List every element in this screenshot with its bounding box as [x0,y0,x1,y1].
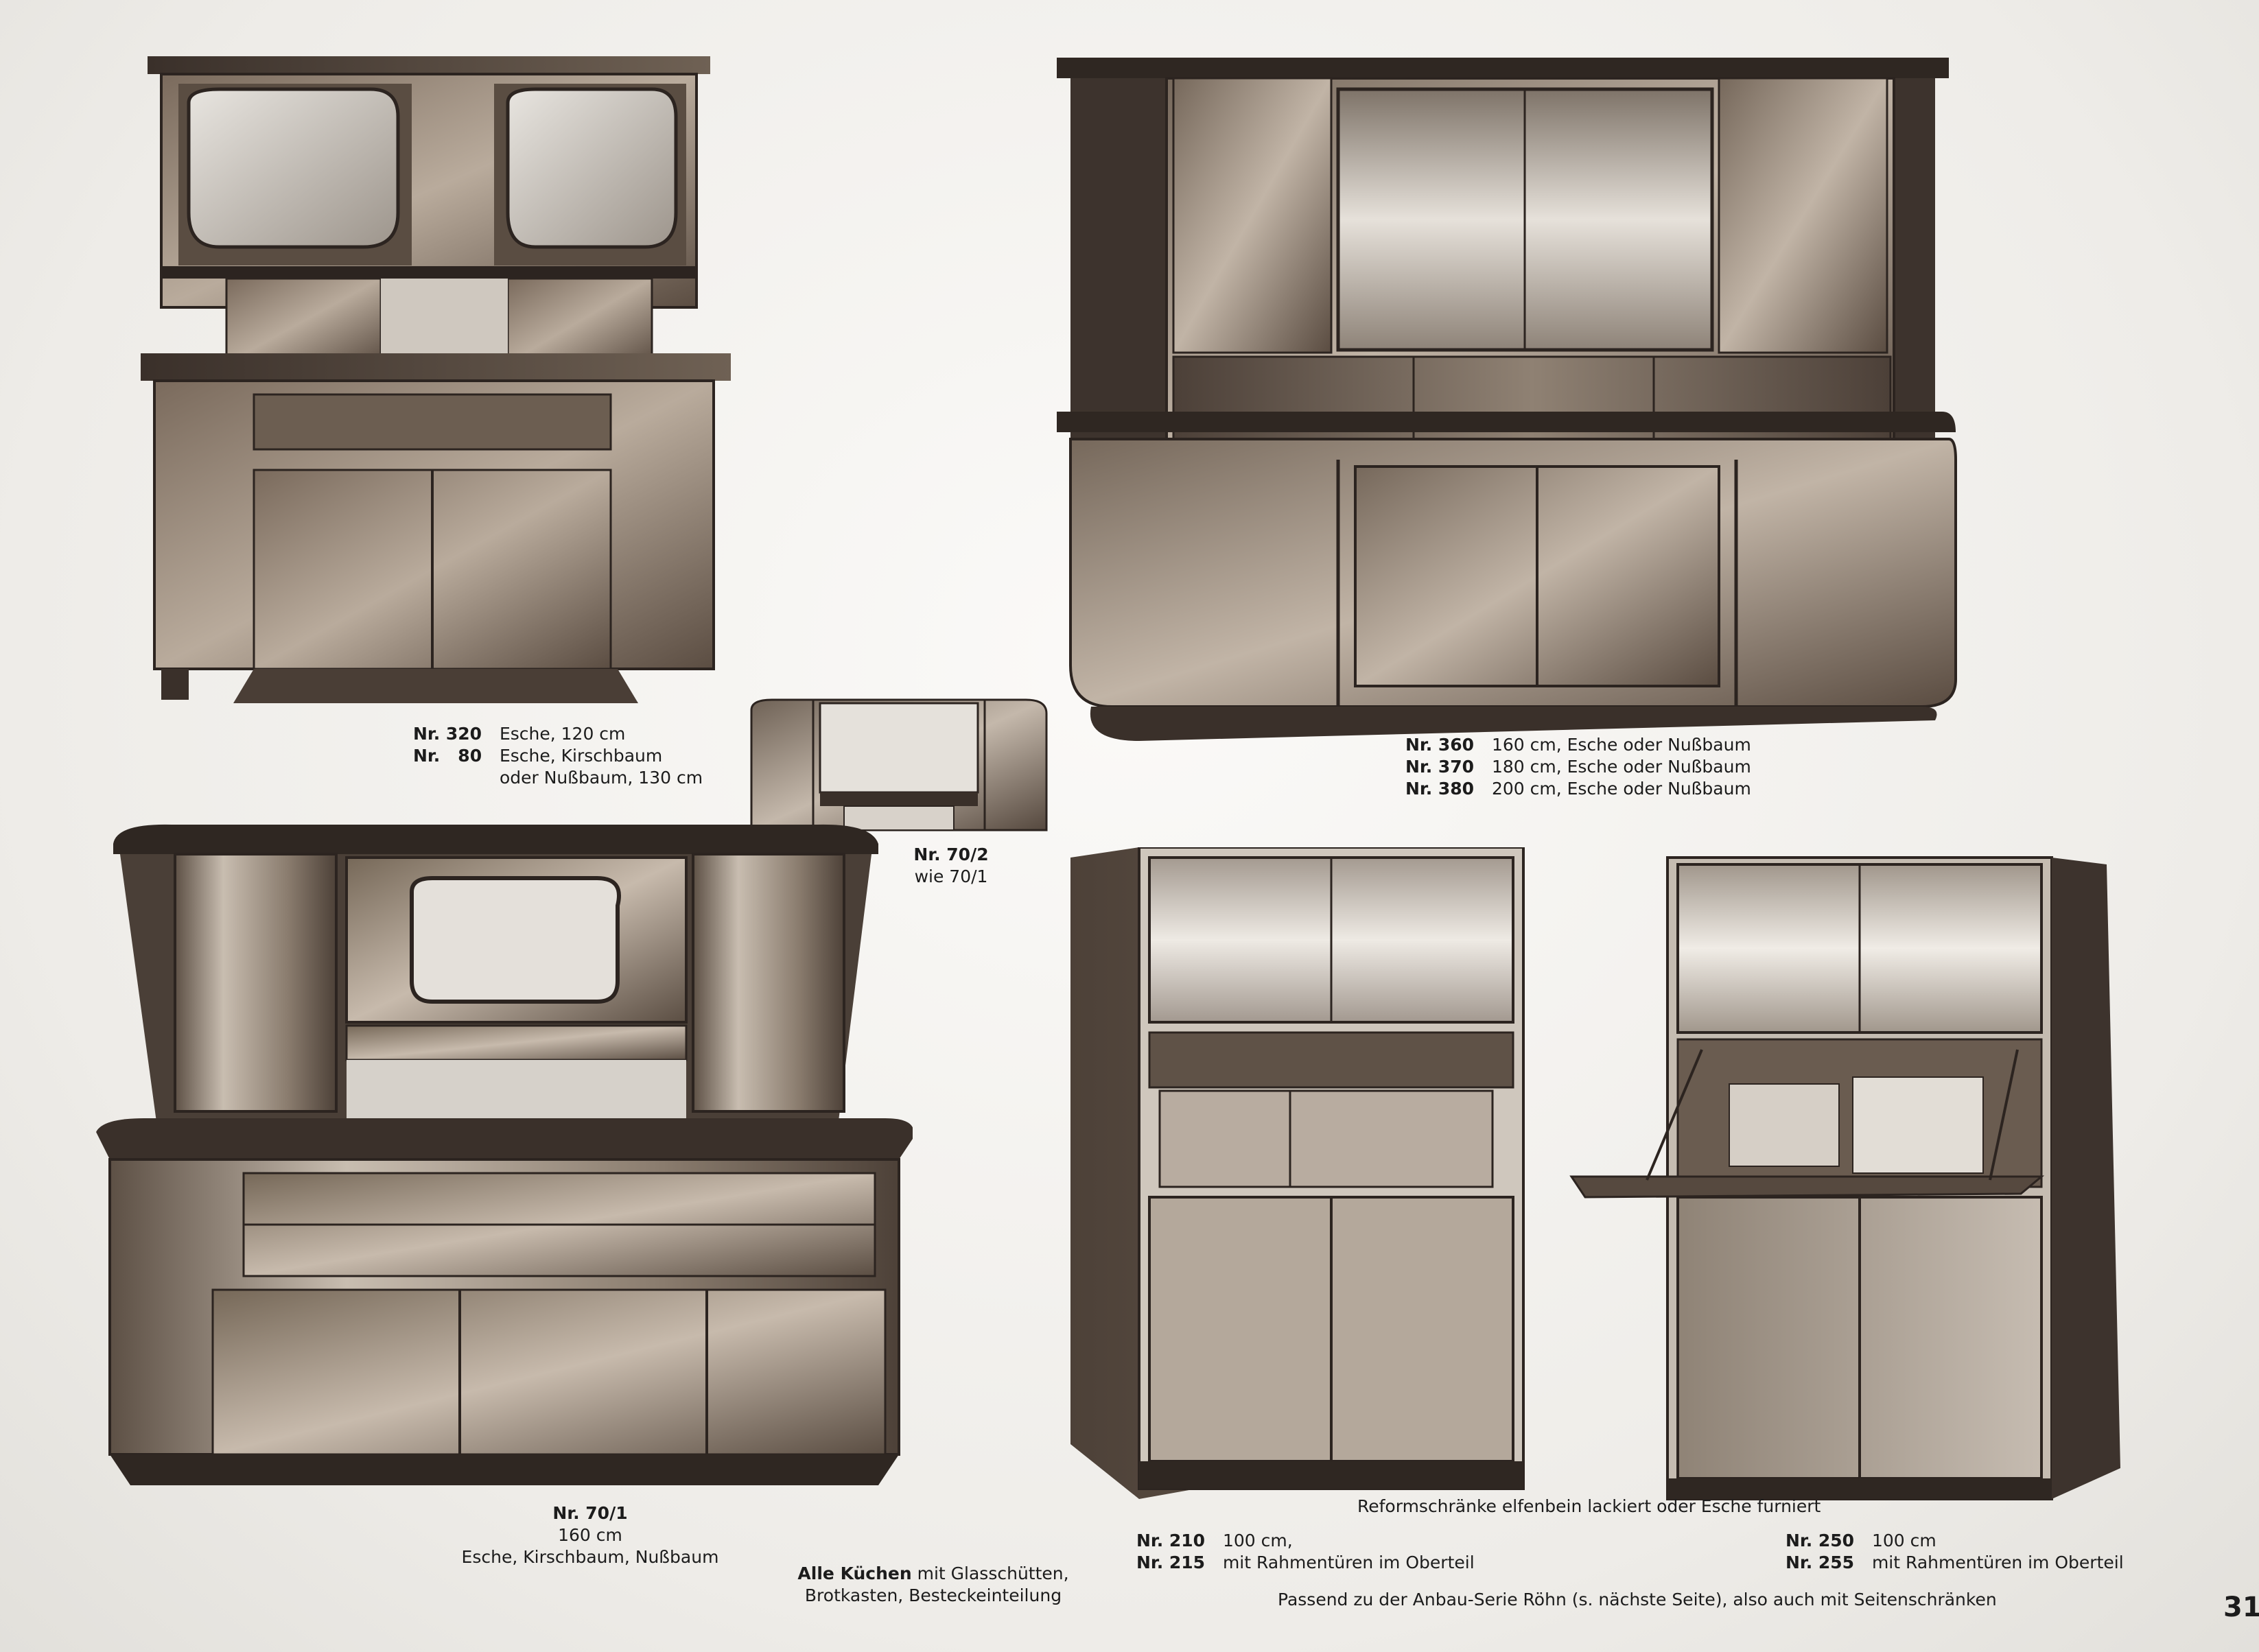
caption-row: Nr. 380 200 cm, Esche oder Nußbaum [1405,778,1751,800]
model-description: Esche, 120 cm [499,724,626,744]
model-number: Nr. 250 [1786,1531,1855,1550]
model-description: Esche, Kirschbaum, Nußbaum [461,1547,719,1567]
model-number: Nr. 380 [1405,779,1475,799]
caption-row: Alle Küchen mit Glasschütten, [782,1563,1084,1585]
model-number: Nr. 210 [1136,1531,1206,1550]
caption-text: Reformschränke elfenbein lackiert oder E… [1357,1496,1821,1516]
model-description: 100 cm, [1222,1531,1293,1550]
caption-70-2: Nr. 70/2 wie 70/1 [889,844,1013,888]
caption-360-370-380: Nr. 360 160 cm, Esche oder Nußbaum Nr. 3… [1405,734,1751,800]
model-description: 100 cm [1871,1531,1936,1550]
caption-row: Nr. 360 160 cm, Esche oder Nußbaum [1405,734,1751,756]
model-number: Nr. 70/2 [913,845,989,864]
caption-row: Nr. 255 mit Rahmentüren im Oberteil [1786,1552,2124,1574]
caption-bold: Alle Küchen [797,1564,912,1583]
caption-row: Nr. 370 180 cm, Esche oder Nußbaum [1405,756,1751,778]
model-number: Nr. 70/1 [552,1503,628,1523]
caption-row: Nr. 215 mit Rahmentüren im Oberteil [1136,1552,1475,1574]
caption-row: Nr. 210 100 cm, [1136,1530,1475,1552]
page-number: 31 [2223,1592,2259,1623]
cabinet-70-1-illustration [89,816,913,1502]
model-description: mit Rahmentüren im Oberteil [1222,1553,1475,1572]
model-description: mit Rahmentüren im Oberteil [1871,1553,2124,1572]
caption-70-1: Nr. 70/1 160 cm Esche, Kirschbaum, Nußba… [439,1502,741,1568]
caption-row: Nr. 250 100 cm [1786,1530,2124,1552]
cabinet-360-illustration [1050,48,1963,772]
model-description: wie 70/1 [914,866,988,886]
caption-row: Nr. 320 Esche, 120 cm [413,723,703,745]
model-number: Nr. 320 [413,724,482,744]
model-number: Nr. 370 [1405,757,1475,777]
model-number: Nr. 360 [1405,735,1475,755]
model-number: Nr. 80 [413,746,482,766]
cabinet-320-illustration [96,48,769,762]
model-description: 200 cm, Esche oder Nußbaum [1491,779,1751,799]
caption-anbau-serie: Passend zu der Anbau-Serie Röhn (s. näch… [1278,1589,1997,1611]
caption-210-215: Nr. 210 100 cm, Nr. 215 mit Rahmentüren … [1136,1530,1475,1574]
caption-row: oder Nußbaum, 130 cm [413,767,703,789]
caption-250-255: Nr. 250 100 cm Nr. 255 mit Rahmentüren i… [1786,1530,2124,1574]
model-number: Nr. 215 [1136,1553,1206,1572]
model-description: 160 cm, Esche oder Nußbaum [1491,735,1751,755]
caption-text: Passend zu der Anbau-Serie Röhn (s. näch… [1278,1590,1997,1609]
model-description: 180 cm, Esche oder Nußbaum [1491,757,1751,777]
model-number: Nr. 255 [1786,1553,1855,1572]
caption-text: mit Glasschütten, [917,1564,1069,1583]
caption-320-80: Nr. 320 Esche, 120 cm Nr. 80 Esche, Kirs… [413,723,703,789]
cabinet-70-2-illustration [745,693,1050,837]
cabinet-210-illustration [1070,847,1530,1499]
model-description: oder Nußbaum, 130 cm [499,768,703,788]
model-size: 160 cm [558,1525,622,1545]
caption-text: Brotkasten, Besteckeinteilung [804,1585,1062,1605]
cabinet-250-illustration [1565,851,2134,1509]
caption-alle-kuechen: Alle Küchen mit Glasschütten, Brotkasten… [782,1563,1084,1607]
model-description: Esche, Kirschbaum [499,746,663,766]
caption-row: Nr. 80 Esche, Kirschbaum [413,745,703,767]
caption-reformschraenke: Reformschränke elfenbein lackiert oder E… [1357,1496,1821,1518]
